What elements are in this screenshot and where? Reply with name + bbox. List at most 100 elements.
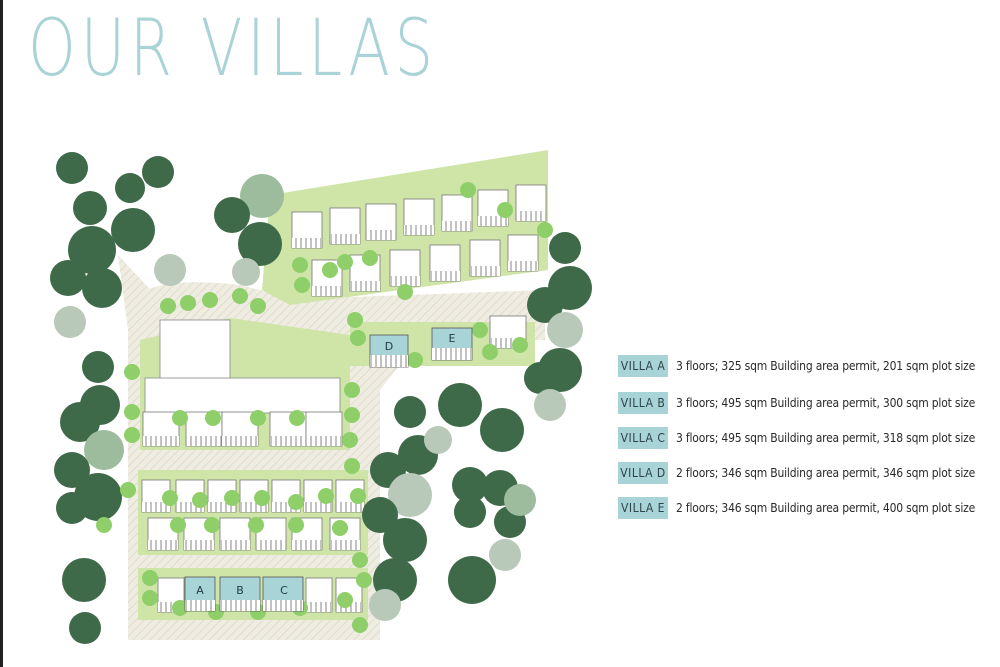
- page-title: OUR VILLAS: [28, 4, 438, 94]
- legend-item-villa-b: VILLA B 3 floors; 495 sqm Building area …: [618, 392, 975, 414]
- legend-description: 2 floors; 346 sqm Building area permit, …: [676, 501, 976, 515]
- tree-icon: [350, 488, 366, 504]
- tree-icon: [172, 600, 188, 616]
- tree-icon: [527, 287, 563, 323]
- tree-icon: [547, 312, 583, 348]
- tree-icon: [448, 556, 496, 604]
- tree-icon: [288, 517, 304, 533]
- tree-icon: [337, 254, 353, 270]
- legend-item-villa-a: VILLA A 3 floors; 325 sqm Building area …: [618, 355, 975, 377]
- villa-unit: [469, 239, 501, 277]
- tree-icon: [482, 344, 498, 360]
- site-plan: D E A B C: [50, 150, 592, 644]
- tree-icon: [54, 306, 86, 338]
- tree-icon: [162, 490, 178, 506]
- legend-tag: VILLA C: [618, 427, 668, 449]
- tree-icon: [344, 407, 360, 423]
- tree-icon: [504, 484, 536, 516]
- tree-icon: [497, 202, 513, 218]
- villa-a: A: [184, 576, 216, 612]
- villa-c-label: C: [280, 584, 288, 597]
- tree-icon: [115, 173, 145, 203]
- villa-c: C: [262, 576, 304, 612]
- tree-icon: [350, 330, 366, 346]
- legend-tag: VILLA A: [618, 355, 668, 377]
- tree-icon: [524, 362, 556, 394]
- tree-icon: [362, 250, 378, 266]
- tree-icon: [352, 617, 368, 633]
- villa-b: B: [219, 576, 261, 612]
- legend-tag: VILLA B: [618, 392, 668, 414]
- legend-item-villa-e: VILLA E 2 floors; 346 sqm Building area …: [618, 497, 975, 519]
- tree-icon: [202, 292, 218, 308]
- tree-icon: [452, 467, 488, 503]
- tree-icon: [124, 427, 140, 443]
- tree-icon: [80, 385, 120, 425]
- tree-icon: [344, 458, 360, 474]
- tree-icon: [73, 191, 107, 225]
- villa-unit: [507, 234, 539, 272]
- tree-icon: [248, 517, 264, 533]
- tree-icon: [82, 268, 122, 308]
- villa-e-label: E: [449, 332, 456, 345]
- tree-icon: [224, 490, 240, 506]
- tree-icon: [512, 337, 528, 353]
- tree-icon: [50, 260, 86, 296]
- tree-icon: [204, 517, 220, 533]
- villa-unit: [305, 577, 333, 613]
- tree-icon: [407, 352, 423, 368]
- legend-description: 3 floors; 495 sqm Building area permit, …: [676, 396, 976, 410]
- villa-unit: [329, 207, 361, 245]
- tree-icon: [54, 452, 90, 488]
- left-border: [0, 0, 3, 667]
- tree-icon: [240, 174, 284, 218]
- tree-icon: [142, 156, 174, 188]
- tree-icon: [62, 558, 106, 602]
- tree-icon: [537, 222, 553, 238]
- tree-icon: [342, 432, 358, 448]
- tree-icon: [214, 197, 250, 233]
- villa-e: E: [431, 327, 473, 361]
- tree-icon: [362, 497, 398, 533]
- tree-icon: [322, 262, 338, 278]
- tree-icon: [534, 389, 566, 421]
- tree-icon: [192, 492, 208, 508]
- tree-icon: [232, 258, 260, 286]
- tree-icon: [388, 473, 432, 517]
- villa-d-label: D: [385, 340, 393, 353]
- tree-icon: [142, 570, 158, 586]
- tree-icon: [454, 496, 486, 528]
- villa-unit: [429, 244, 461, 282]
- tree-icon: [56, 492, 88, 524]
- villa-unit: [305, 411, 343, 447]
- villa-unit: [389, 249, 421, 287]
- tree-icon: [180, 295, 196, 311]
- tree-icon: [369, 589, 401, 621]
- legend-item-villa-c: VILLA C 3 floors; 495 sqm Building area …: [618, 427, 975, 449]
- tree-icon: [480, 408, 524, 452]
- tree-icon: [154, 254, 186, 286]
- tree-icon: [84, 430, 124, 470]
- tree-icon: [383, 518, 427, 562]
- tree-icon: [238, 222, 282, 266]
- tree-icon: [170, 517, 186, 533]
- legend-description: 3 floors; 325 sqm Building area permit, …: [676, 359, 976, 373]
- tree-icon: [489, 539, 521, 571]
- tree-icon: [347, 312, 363, 328]
- trees: [50, 152, 592, 644]
- villa-unit: [291, 211, 323, 249]
- villa-b-label: B: [236, 584, 244, 597]
- tree-icon: [438, 383, 482, 427]
- villa-a-label: A: [196, 584, 204, 597]
- tree-icon: [288, 494, 304, 510]
- tree-icon: [172, 410, 188, 426]
- villa-unit: [365, 203, 397, 241]
- tree-icon: [460, 182, 476, 198]
- villa-d: D: [369, 334, 409, 368]
- tree-icon: [56, 152, 88, 184]
- legend-tag: VILLA D: [618, 462, 668, 484]
- tree-icon: [69, 612, 101, 644]
- tree-icon: [124, 364, 140, 380]
- tree-icon: [397, 284, 413, 300]
- tree-icon: [254, 490, 270, 506]
